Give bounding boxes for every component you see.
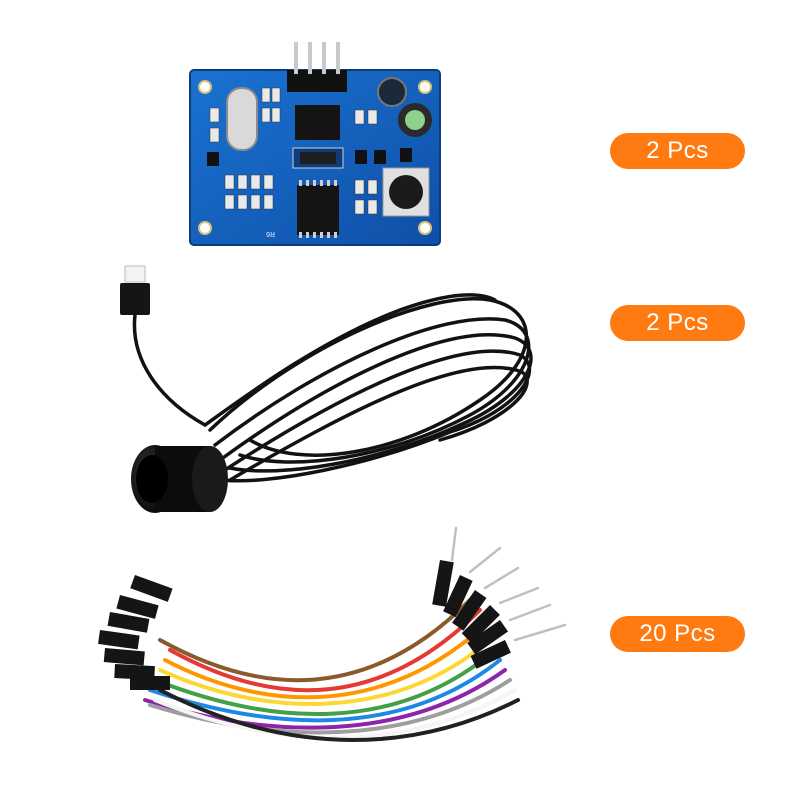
jumper-wires bbox=[98, 526, 567, 742]
quantity-badge-probe: 2 Pcs bbox=[610, 305, 745, 341]
quantity-badge-board: 2 Pcs bbox=[610, 133, 745, 169]
silkscreen-label: R6 bbox=[266, 230, 275, 237]
header-pins bbox=[287, 42, 347, 92]
waterproof-ultrasonic-sensor-probe bbox=[120, 265, 533, 513]
ultrasonic-driver-board: R6 bbox=[189, 42, 441, 246]
quantity-badge-jumper-wires: 20 Pcs bbox=[610, 616, 745, 652]
